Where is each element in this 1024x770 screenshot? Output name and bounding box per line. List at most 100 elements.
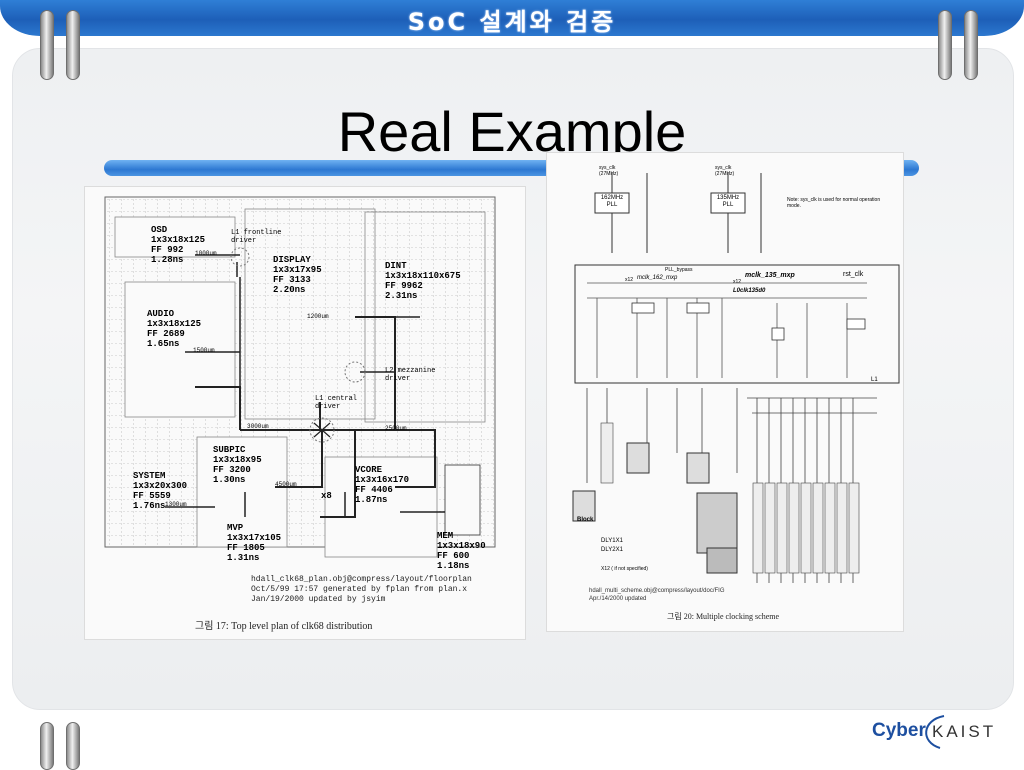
block-dint-line: 1x3x18x110x675 [385, 271, 461, 281]
wire-length-label: 4500um [275, 481, 297, 488]
block-display-line: 1x3x17x95 [273, 265, 322, 275]
annotation-l1-frontline: L1 frontline driver [231, 229, 281, 245]
block-mvp-line: FF 1805 [227, 543, 265, 553]
floorplan-footer: hdall_clk68_plan.obj@compress/layout/flo… [251, 575, 472, 605]
wire-length-label: 3000um [247, 423, 269, 430]
block-mem-line: 1.18ns [437, 561, 470, 571]
pll-source: sys_clk (27MHz) [715, 165, 734, 177]
wire-length-label: 1000um [195, 250, 217, 257]
ring-icon [66, 722, 80, 770]
annotation-x8: x8 [321, 491, 332, 501]
pll-135: 135MHz PLL [711, 195, 745, 209]
scheme-label: Block [577, 517, 594, 523]
ring-icon [938, 10, 952, 80]
block-vcore-line: 1x3x16x170 [355, 475, 410, 485]
logo-cyber: Cyber [872, 720, 926, 741]
wire-length-label: 2500um [385, 425, 407, 432]
pll-label: 135MHz [716, 195, 740, 201]
footer-line: Oct/5/99 17:57 generated by fplan from p… [251, 585, 468, 594]
block-subpic-name: SUBPIC [213, 445, 246, 455]
clocking-scheme-figure: 162MHz PLL 135MHz PLL sys_clk (27MHz) sy… [546, 152, 904, 632]
clocking-scheme-drawing [572, 173, 900, 583]
pll-source-text: (27MHz) [715, 171, 735, 177]
block-osd-line: 1x3x18x125 [151, 235, 206, 245]
block-system-line: 1.76ns [133, 501, 166, 511]
slide-title: Real Example [337, 100, 687, 156]
floorplan-drawing [104, 196, 496, 558]
block-osd-line: FF 992 [151, 245, 184, 255]
pll-source-text: sys_clk [715, 165, 732, 171]
pll-label: 162MHz [600, 195, 624, 201]
pll-sub: PLL [606, 202, 618, 208]
footer-line: Apr./14/2000 updated [589, 596, 647, 602]
block-subpic-line: FF 3200 [213, 465, 251, 475]
annotation-l1-central: L1 central driver [315, 395, 357, 411]
block-system-line: 1x3x20x300 [133, 481, 188, 491]
block-mvp-name: MVP [227, 523, 244, 533]
footer-line: hdall_multi_scheme.obj@compress/layout/d… [589, 588, 725, 594]
wire-length-label: 1200um [307, 313, 329, 320]
block-vcore-name: VCORE [355, 465, 383, 475]
block-vcore-line: FF 4406 [355, 485, 393, 495]
scheme-label: x12 [625, 277, 634, 283]
block-audio-line: 1.65ns [147, 339, 180, 349]
block-subpic-line: 1.30ns [213, 475, 246, 485]
block-vcore-line: 1.87ns [355, 495, 388, 505]
block-vcore: VCORE 1x3x16x170 FF 4406 1.87ns [355, 465, 409, 505]
pll-sub: PLL [722, 202, 734, 208]
block-dint: DINT 1x3x18x110x675 FF 9962 2.31ns [385, 261, 461, 301]
annotation-l2-mezzanine: L2 mezzanine driver [385, 367, 435, 383]
block-dint-line: 2.31ns [385, 291, 418, 301]
block-system-line: FF 5559 [133, 491, 171, 501]
block-audio: AUDIO 1x3x18x125 FF 2689 1.65ns [147, 309, 201, 349]
scheme-note: Note: sys_clk is used for normal operati… [787, 197, 881, 209]
legend-item: X12 ( if not specified) [601, 566, 648, 572]
block-audio-line: FF 2689 [147, 329, 185, 339]
annotation-text: L2 mezzanine [385, 367, 436, 375]
figure-caption: 그림 20: Multiple clocking scheme [667, 612, 780, 621]
annotation-text: L1 frontline [231, 229, 282, 237]
scheme-label: mclk_162_mxp [637, 275, 678, 281]
floorplan-figure: OSD 1x3x18x125 FF 992 1.28ns DISPLAY 1x3… [84, 186, 526, 640]
block-mem-line: 1x3x18x90 [437, 541, 486, 551]
block-osd-line: 1.28ns [151, 255, 184, 265]
block-subpic: SUBPIC 1x3x18x95 FF 3200 1.30ns [213, 445, 262, 485]
annotation-text: driver [315, 403, 341, 411]
scheme-label: L1 [871, 377, 878, 383]
scheme-label: PLL_bypass [665, 267, 693, 273]
block-dint-name: DINT [385, 261, 407, 271]
scheme-label: rst_clk [843, 271, 864, 278]
block-display-line: FF 3133 [273, 275, 311, 285]
logo-kaist: KAIST [932, 722, 997, 741]
block-system: SYSTEM 1x3x20x300 FF 5559 1.76ns [133, 471, 187, 511]
ring-icon [40, 10, 54, 80]
block-mem: MEM 1x3x18x90 FF 600 1.18ns [437, 531, 486, 571]
pll-162: 162MHz PLL [595, 195, 629, 209]
block-osd-name: OSD [151, 225, 168, 235]
footer-line: hdall_clk68_plan.obj@compress/layout/flo… [251, 575, 472, 584]
scheme-label: L0clk135d0 [733, 288, 766, 294]
header-banner: SoC 설계와 검증 [0, 0, 1024, 36]
pll-source-text: (27MHz) [599, 171, 619, 177]
block-display: DISPLAY 1x3x17x95 FF 3133 2.20ns [273, 255, 322, 295]
annotation-text: driver [385, 375, 411, 383]
block-system-name: SYSTEM [133, 471, 166, 481]
pll-source: sys_clk (27MHz) [599, 165, 618, 177]
scheme-legend: DLY1X1 DLY2X1 X12 ( if not specified) [601, 537, 648, 574]
logo-swoosh-icon [925, 715, 945, 749]
legend-item: DLY1X1 [601, 538, 623, 544]
block-osd: OSD 1x3x18x125 FF 992 1.28ns [151, 225, 205, 265]
block-mvp: MVP 1x3x17x105 FF 1805 1.31ns [227, 523, 281, 563]
block-subpic-line: 1x3x18x95 [213, 455, 262, 465]
block-mem-line: FF 600 [437, 551, 470, 561]
wire-length-label: 1300um [165, 501, 187, 508]
scheme-label: mclk_135_mxp [745, 272, 795, 279]
legend-item: DLY2X1 [601, 547, 623, 553]
cyber-kaist-logo: Cyber KAIST [870, 712, 1010, 752]
ring-icon [40, 722, 54, 770]
wire-length-label: 1500um [193, 347, 215, 354]
block-display-name: DISPLAY [273, 255, 311, 265]
ring-icon [964, 10, 978, 80]
annotation-text: driver [231, 237, 257, 245]
block-mvp-line: 1x3x17x105 [227, 533, 282, 543]
